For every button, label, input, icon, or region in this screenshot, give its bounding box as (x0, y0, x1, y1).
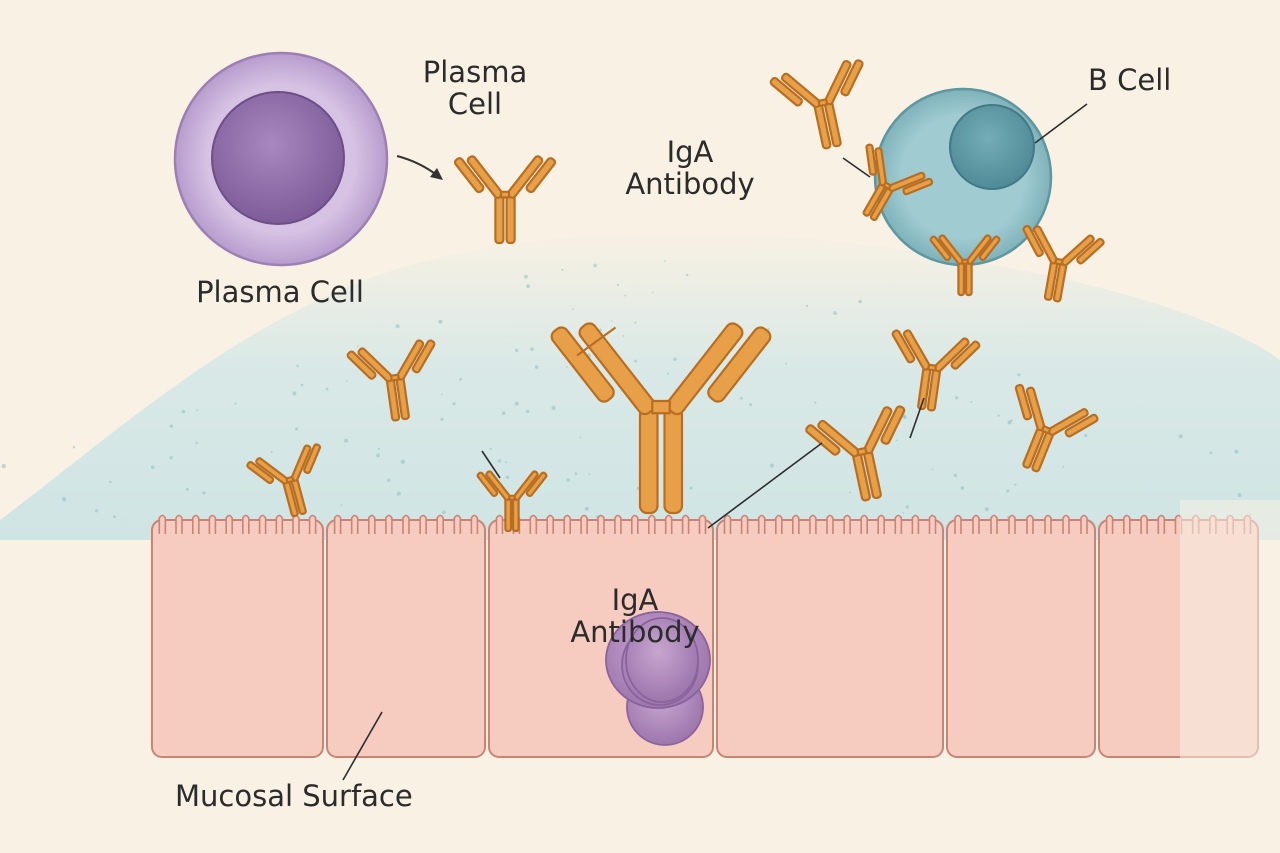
iga-antibody-icon (246, 443, 322, 518)
label-mucosal-surface: Mucosal Surface (175, 779, 413, 813)
iga-antibody-icon (1022, 224, 1105, 303)
label-plasma-cell-top: Plasma Cell (422, 55, 528, 122)
b-cell (873, 87, 1053, 267)
iga-antibody-icon (862, 143, 934, 221)
mucosal-epithelium (151, 500, 1280, 780)
label-plasma-cell: Plasma Cell (196, 275, 364, 309)
plasma-cell (173, 51, 389, 267)
iga-antibody-icon (1014, 383, 1099, 473)
iga-antibody-icon (929, 234, 1001, 297)
label-iga-antibody-top: IgA Antibody (625, 135, 755, 202)
iga-antibody-icon (805, 405, 906, 502)
iga-antibody-icon (550, 322, 772, 515)
iga-antibody-icon (453, 155, 557, 245)
leader-lines (342, 103, 1088, 781)
secretion-arrow-icon (396, 155, 443, 180)
label-iga-antibody-middle: IgA Antibody (570, 583, 700, 650)
iga-antibody-icon (346, 339, 436, 422)
iga-antibody-icon (476, 470, 548, 533)
iga-antibodies (246, 59, 1105, 533)
iga-antibody-icon (769, 59, 864, 150)
cell-nucleus (625, 617, 699, 703)
iga-antibody-icon (891, 329, 981, 412)
label-b-cell: B Cell (1088, 63, 1172, 97)
